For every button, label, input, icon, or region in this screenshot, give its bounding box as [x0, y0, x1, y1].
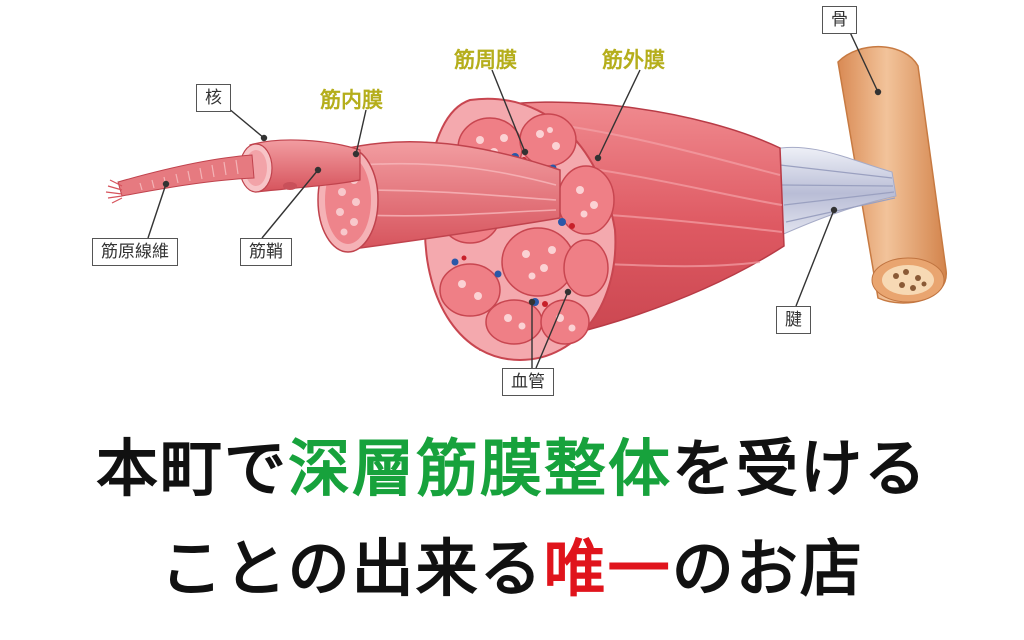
label-blood-vessel: 血管: [502, 368, 554, 396]
fascicle: [317, 140, 561, 253]
headline-line-1-prefix: 本町で: [95, 432, 288, 505]
label-myofibril: 筋原線維: [92, 238, 178, 266]
tendon: [769, 146, 897, 241]
headline-line-1: 本町で深層筋膜整体を受ける: [0, 418, 1024, 508]
headline-line-2: ことの出来る唯一のお店: [0, 518, 1024, 608]
headline-line-2-suffix: のお店: [671, 532, 864, 605]
myofibril: [105, 154, 255, 204]
leader-lines: [147, 27, 882, 369]
label-endomysium: 筋内膜: [320, 88, 383, 112]
headline-highlight-red: 唯一: [543, 532, 672, 605]
muscle-structure-illustration: [105, 27, 947, 369]
label-perimysium: 筋周膜: [454, 48, 517, 72]
label-nucleus: 核: [196, 84, 231, 112]
label-bone: 骨: [822, 6, 857, 34]
label-sarcolemma: 筋鞘: [240, 238, 292, 266]
headline-line-1-suffix: を受ける: [672, 432, 929, 505]
label-tendon: 腱: [776, 306, 811, 334]
label-epimysium: 筋外膜: [602, 48, 665, 72]
headline-highlight-green: 深層筋膜整体: [287, 432, 672, 505]
headline-line-2-prefix: ことの出来る: [160, 532, 544, 605]
